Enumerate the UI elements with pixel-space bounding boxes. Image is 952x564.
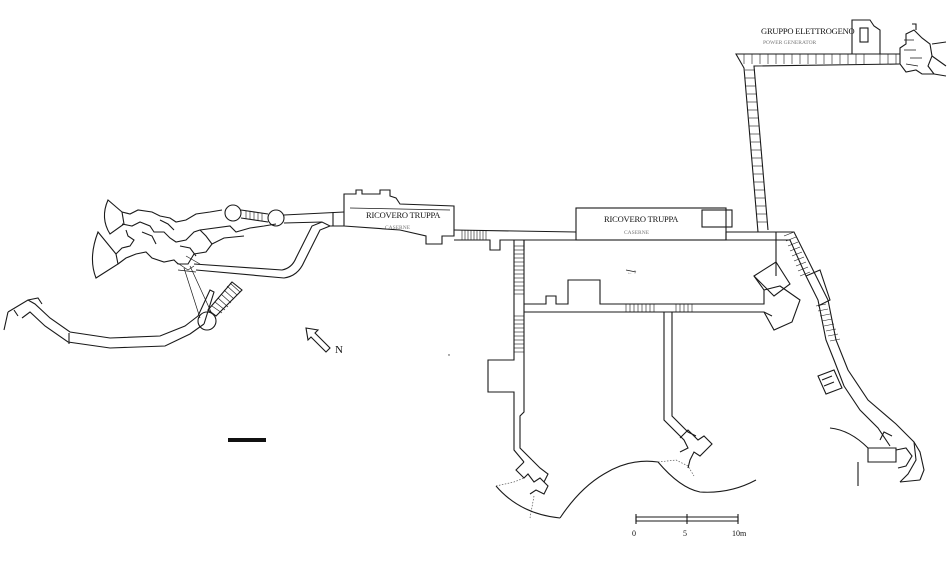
barracks-2-title: RICOVERO TRUPPA: [604, 214, 679, 224]
circular-chamber-south: [197, 311, 217, 331]
scale-tick-0: 0: [632, 529, 636, 538]
generator-outline: [851, 19, 881, 54]
gun-position-north: [103, 199, 125, 235]
scale-tick-10: 10m: [732, 529, 747, 538]
barracks-1-title: RICOVERO TRUPPA: [366, 210, 441, 220]
left-wing: [3, 199, 345, 349]
reference-bar: [228, 438, 266, 442]
main-hall-outline: [514, 231, 777, 317]
generator-subtitle: POWER GENERATOR: [763, 40, 817, 46]
sw-curved-tunnel: [7, 299, 205, 349]
graphic-scale: 0 5 10m: [632, 514, 747, 538]
east-arm: [753, 231, 925, 486]
round-chamber-east: [267, 209, 285, 227]
north-arrow-icon: [305, 327, 331, 353]
barracks-1-outline: [343, 189, 455, 245]
svg-text:← ?: ← ?: [627, 270, 637, 276]
generator-title: GRUPPO ELETTROGENO: [761, 26, 855, 36]
barracks-1-subtitle: CASERNE: [385, 225, 411, 231]
barracks-2-subtitle: CASERNE: [624, 230, 650, 236]
south-east-branch: [657, 312, 757, 493]
round-chamber-west: [224, 204, 242, 222]
main-hall: ← ?: [513, 231, 777, 317]
left-lower-corridor: [193, 221, 331, 279]
barracks-2: RICOVERO TRUPPA CASERNE: [575, 207, 733, 241]
link-corridor: [453, 229, 577, 251]
north-arrow: N: [305, 327, 343, 356]
gun-position-south: [91, 230, 119, 279]
generator-room: GRUPPO ELETTROGENO POWER GENERATOR: [761, 19, 947, 77]
north-arm: [735, 53, 901, 233]
north-label: N: [335, 344, 343, 356]
south-west-branch: [487, 300, 659, 519]
barracks-2-outline: [575, 207, 727, 241]
barracks-1: RICOVERO TRUPPA CASERNE: [343, 189, 455, 245]
left-central-block: [115, 209, 223, 265]
scale-tick-5: 5: [683, 529, 687, 538]
